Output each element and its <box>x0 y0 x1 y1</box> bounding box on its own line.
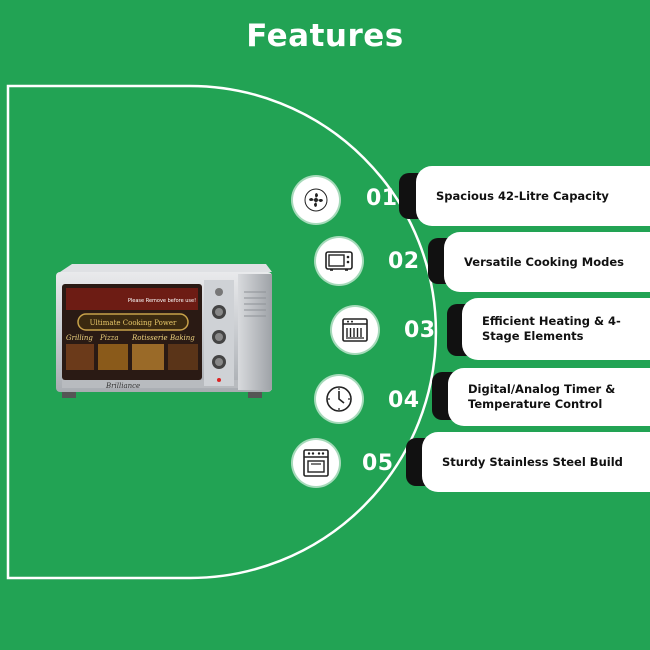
feature-5-number: 05 <box>362 451 394 476</box>
page-title: Features <box>246 18 404 54</box>
heating-element-icon <box>342 318 368 342</box>
feature-1-card: Spacious 42-Litre Capacity <box>416 166 650 226</box>
feature-2-card: Versatile Cooking Modes <box>444 232 650 292</box>
stove-oven-icon <box>303 449 329 477</box>
feature-5-label: Sturdy Stainless Steel Build <box>442 454 623 469</box>
feature-4-label: Digital/Analog Timer & Temperature Contr… <box>468 382 616 411</box>
oven-brand-text: Brilliance <box>105 382 140 390</box>
oven-banner-text: Ultimate Cooking Power <box>90 319 177 327</box>
oven-mode-pizza: Pizza <box>99 334 119 342</box>
oven-mode-baking: Baking <box>169 334 195 342</box>
oven-notice-text: Please Remove before use! <box>128 298 196 304</box>
oven-mode-rotisserie: Rotisserie <box>131 334 168 342</box>
clock-icon <box>326 386 352 412</box>
feature-3-number: 03 <box>404 318 436 343</box>
feature-3-label: Efficient Heating & 4-Stage Elements <box>482 314 621 343</box>
oven-mode-grilling: Grilling <box>66 334 93 342</box>
feature-3-card: Efficient Heating & 4-Stage Elements <box>462 298 650 360</box>
feature-1-icon-badge <box>293 177 339 223</box>
feature-5-icon-badge <box>293 440 339 486</box>
feature-2-number: 02 <box>388 249 420 274</box>
feature-2-label: Versatile Cooking Modes <box>464 254 625 269</box>
microwave-icon <box>325 251 353 271</box>
feature-5-card: Sturdy Stainless Steel Build <box>422 432 650 492</box>
feature-3-icon-badge <box>332 307 378 353</box>
oven-product-image: Ultimate Cooking Power Grilling Pizza Ro… <box>52 262 276 420</box>
feature-2-icon-badge <box>316 238 362 284</box>
feature-1-number: 01 <box>366 186 398 211</box>
feature-4-icon-badge <box>316 376 362 422</box>
fan-icon <box>304 188 328 212</box>
feature-1-label: Spacious 42-Litre Capacity <box>436 188 609 203</box>
feature-4-card: Digital/Analog Timer & Temperature Contr… <box>448 368 650 426</box>
feature-4-number: 04 <box>388 388 420 413</box>
